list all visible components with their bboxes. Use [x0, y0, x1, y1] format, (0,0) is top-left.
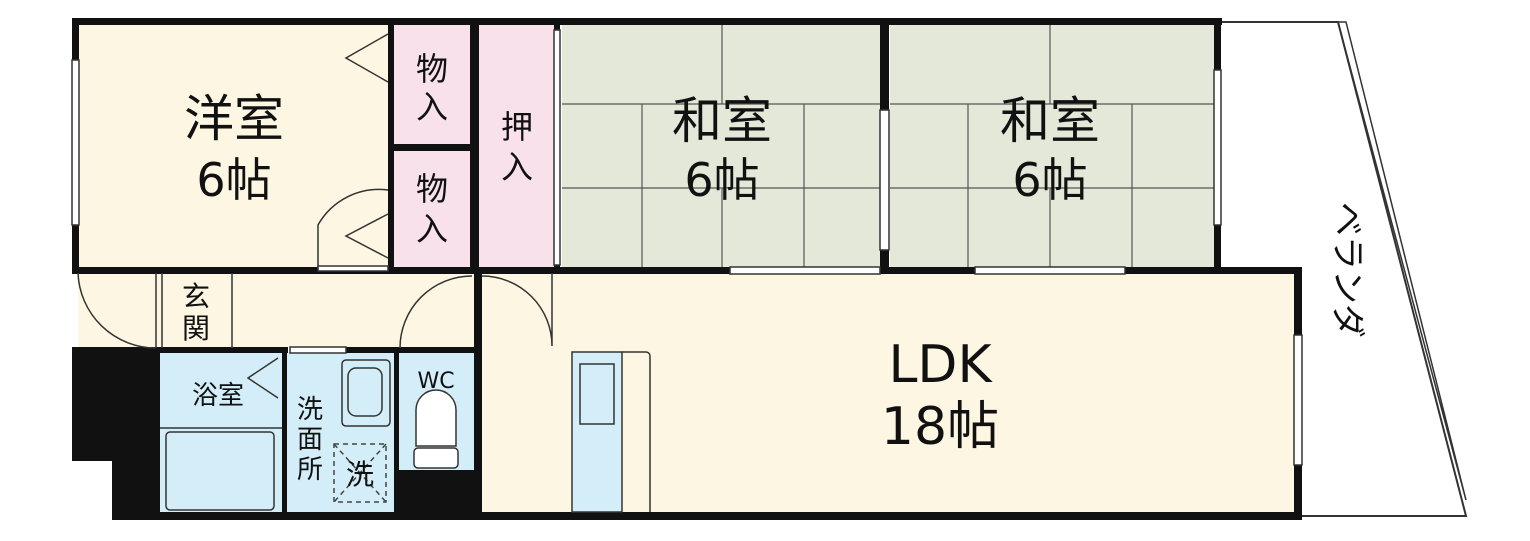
entrance-label-1: 玄	[182, 280, 210, 313]
closet-upper-floor	[394, 24, 470, 146]
windows	[71, 29, 1303, 466]
ldk-size: 18帖	[881, 397, 999, 457]
bath-label: 浴室	[192, 381, 244, 411]
western-room-size: 6帖	[196, 153, 271, 207]
kitchen-counter	[571, 351, 651, 513]
washer-space	[333, 443, 387, 503]
washbasin-icon	[341, 359, 391, 427]
western-room-floor	[78, 24, 390, 269]
closet-lower-label-1: 物	[416, 170, 448, 208]
bathtub	[165, 431, 275, 511]
japanese-left-size: 6帖	[684, 153, 759, 207]
oshiire-floor	[478, 24, 558, 269]
ldk-name: LDK	[888, 335, 993, 395]
oshiire-label-2: 入	[501, 148, 533, 186]
washroom-label-1: 洗	[297, 395, 323, 425]
toilet-label: WC	[417, 369, 454, 394]
hallway-floor	[78, 273, 476, 348]
japanese-right-name: 和室	[1000, 92, 1100, 150]
oshiire-label-1: 押	[501, 108, 533, 146]
toilet-icon	[413, 389, 459, 469]
tatami-lines-left	[562, 24, 882, 269]
western-room-name: 洋室	[184, 90, 284, 148]
washer-label: 洗	[346, 458, 374, 491]
japanese-room-right-floor	[890, 24, 1216, 269]
japanese-right-size: 6帖	[1012, 153, 1087, 207]
tatami-lines-right	[890, 24, 1216, 269]
veranda-label: ベランダ	[1327, 202, 1367, 338]
entrance-label-2: 関	[182, 312, 210, 345]
washroom-label-2: 面	[297, 425, 323, 455]
closet-lower-floor	[394, 150, 470, 269]
door-swings	[77, 33, 553, 399]
closet-upper-label-1: 物	[416, 50, 448, 88]
closet-upper-label-2: 入	[416, 88, 448, 126]
washroom-label-3: 所	[297, 455, 323, 485]
veranda-inner-line	[1337, 21, 1467, 501]
closet-lower-label-2: 入	[416, 210, 448, 248]
japanese-left-name: 和室	[672, 92, 772, 150]
